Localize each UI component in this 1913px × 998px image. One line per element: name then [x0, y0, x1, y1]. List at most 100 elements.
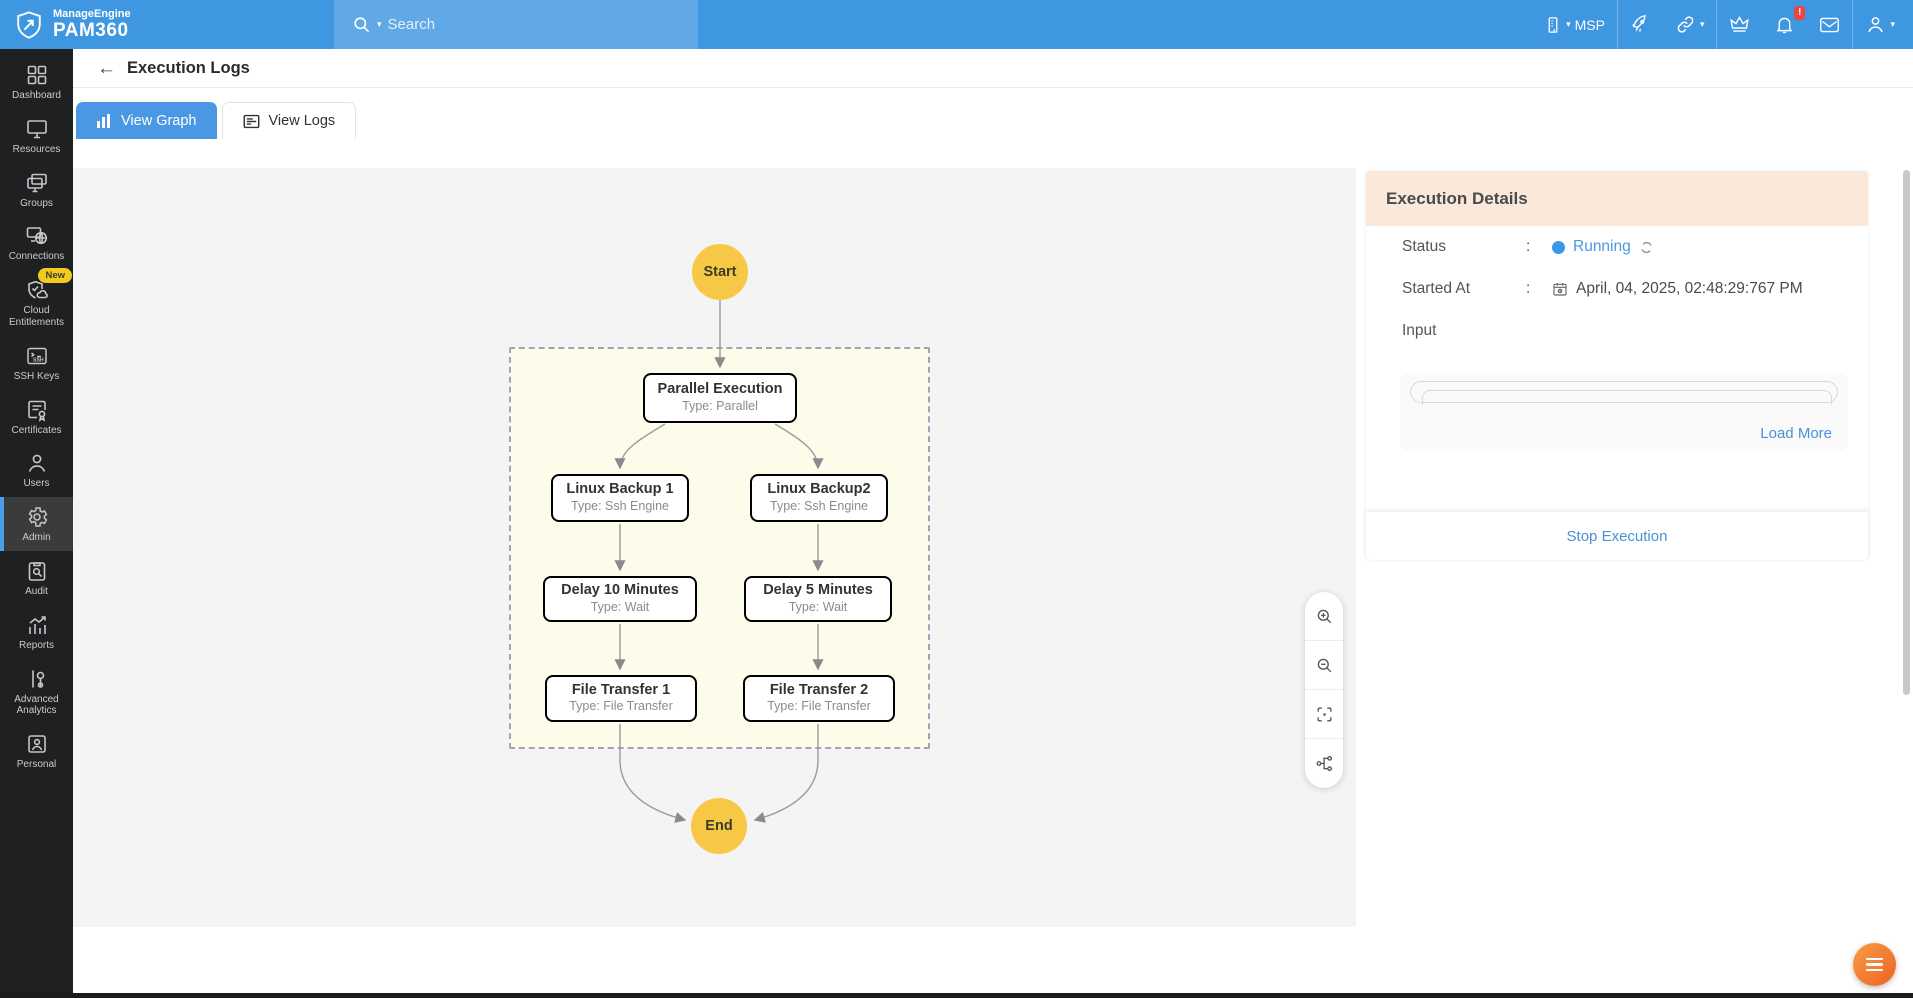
input-row: Input — [1366, 310, 1868, 352]
search-input[interactable] — [387, 16, 638, 33]
page-header: ← Execution Logs — [73, 49, 1913, 88]
floating-menu-button[interactable] — [1853, 943, 1896, 986]
dashboard-icon — [27, 65, 46, 85]
org-label: MSP — [1574, 16, 1605, 33]
execution-details-title: Execution Details — [1366, 171, 1868, 226]
crown-icon — [1729, 14, 1750, 35]
calendar-icon — [1552, 281, 1568, 297]
rocket-icon — [1630, 14, 1651, 35]
started-at-row: Started At : April, 04, 2025, 02:48:29:7… — [1402, 280, 1803, 297]
graph-node-file-transfer-2[interactable]: File Transfer 2 Type: File Transfer — [743, 675, 895, 722]
graph-node-delay-10-minutes[interactable]: Delay 10 Minutes Type: Wait — [543, 576, 697, 622]
sidebar-item-certificates[interactable]: Certificates — [0, 390, 73, 444]
zoom-out-button[interactable] — [1305, 641, 1343, 690]
messages-button[interactable] — [1807, 0, 1852, 49]
hamburger-icon — [1866, 957, 1883, 961]
mail-icon — [1819, 16, 1840, 34]
status-row: Status : Running — [1366, 226, 1868, 268]
topbar-divider — [1616, 0, 1618, 49]
notification-badge: ! — [1794, 6, 1806, 20]
page-title: Execution Logs — [127, 58, 250, 77]
graph-node-delay-5-minutes[interactable]: Delay 5 Minutes Type: Wait — [744, 576, 892, 622]
audit-icon — [28, 562, 45, 581]
input-collapsed-row-nested[interactable] — [1422, 390, 1832, 405]
user-menu[interactable]: ▾ — [1853, 0, 1907, 49]
graph-node-end[interactable]: End — [691, 798, 747, 854]
sidebar-item-ssh-keys[interactable]: SSH SSH Keys — [0, 336, 73, 390]
quick-start-button[interactable] — [1618, 0, 1663, 49]
tab-view-logs[interactable]: View Logs — [221, 102, 357, 139]
groups-icon — [26, 173, 47, 192]
execution-details-panel: Execution Details Status : Running Start… — [1366, 171, 1868, 560]
topbar-divider — [1852, 0, 1854, 49]
input-collapsed-row[interactable] — [1410, 381, 1838, 403]
started-at-label: Started At — [1402, 280, 1471, 297]
graph-edges — [614, 300, 824, 823]
search-scope-caret-icon[interactable]: ▾ — [377, 19, 382, 29]
certificates-icon — [27, 400, 46, 422]
refresh-spinner-icon[interactable] — [1639, 240, 1654, 255]
graph-node-linux-backup-1[interactable]: Linux Backup 1 Type: Ssh Engine — [551, 474, 689, 522]
link-icon — [1675, 14, 1696, 35]
graph-node-start[interactable]: Start — [692, 244, 748, 300]
sidebar-item-advanced-analytics[interactable]: Advanced Analytics — [0, 659, 73, 725]
graph-node-parallel-execution[interactable]: Parallel Execution Type: Parallel — [643, 373, 797, 423]
admin-gear-icon — [28, 507, 47, 527]
workflow-graph-canvas[interactable]: Start Parallel Execution Type: Parallel … — [73, 168, 1356, 927]
sidebar-item-cloud-entitlements[interactable]: New Cloud Entitlements — [0, 268, 73, 336]
search-icon — [352, 15, 371, 34]
status-label: Status — [1402, 238, 1446, 255]
sidebar-item-admin[interactable]: Admin — [0, 497, 73, 551]
notifications-button[interactable]: ! — [1762, 0, 1807, 49]
main-content: ← Execution Logs View Graph View Logs — [73, 49, 1913, 998]
personal-icon — [27, 735, 46, 753]
sidebar-item-reports[interactable]: Reports — [0, 605, 73, 659]
graph-node-file-transfer-1[interactable]: File Transfer 1 Type: File Transfer — [545, 675, 697, 722]
tab-bar: View Graph View Logs — [76, 102, 357, 139]
load-more-link[interactable]: Load More — [1760, 425, 1832, 442]
graph-node-linux-backup-2[interactable]: Linux Backup2 Type: Ssh Engine — [750, 474, 888, 522]
input-label: Input — [1402, 322, 1437, 339]
sidebar-nav: Dashboard Resources Groups Connections N… — [0, 49, 73, 998]
new-badge: New — [38, 268, 72, 284]
sidebar-item-dashboard[interactable]: Dashboard — [0, 55, 73, 109]
tab-view-graph[interactable]: View Graph — [76, 102, 217, 139]
organization-icon — [1544, 15, 1562, 35]
fit-view-button[interactable] — [1305, 690, 1343, 739]
bar-chart-icon — [96, 113, 112, 128]
svg-text:SSH: SSH — [33, 357, 44, 363]
vertical-scrollbar[interactable] — [1903, 170, 1910, 695]
sidebar-item-connections[interactable]: Connections — [0, 216, 73, 270]
brand-logo[interactable]: ManageEngine PAM360 — [14, 0, 131, 49]
connections-icon — [26, 227, 47, 245]
bottom-window-edge — [0, 993, 1913, 998]
link-menu[interactable]: ▾ — [1663, 0, 1717, 49]
pam360-shield-icon — [14, 10, 44, 40]
sidebar-item-resources[interactable]: Resources — [0, 109, 73, 163]
topbar-divider — [1716, 0, 1718, 49]
sidebar-item-users[interactable]: Users — [0, 443, 73, 497]
license-button[interactable] — [1717, 0, 1762, 49]
link-caret-icon: ▾ — [1699, 19, 1705, 29]
auto-layout-button[interactable] — [1305, 739, 1343, 788]
org-caret-icon: ▾ — [1566, 19, 1571, 29]
brand-line1: ManageEngine — [53, 8, 131, 21]
org-switcher[interactable]: ▾ MSP — [1532, 0, 1617, 49]
back-arrow-icon[interactable]: ← — [97, 57, 116, 79]
sidebar-item-groups[interactable]: Groups — [0, 163, 73, 217]
cloud-entitlements-icon — [27, 281, 48, 299]
topbar: ManageEngine PAM360 ▾ ▾ MSP — [0, 0, 1913, 49]
users-icon — [28, 454, 45, 473]
status-dot-icon — [1552, 240, 1565, 254]
bell-icon — [1774, 14, 1795, 35]
zoom-in-button[interactable] — [1305, 592, 1343, 641]
reports-icon — [28, 615, 46, 634]
global-search[interactable]: ▾ — [334, 0, 698, 49]
stop-execution-button[interactable]: Stop Execution — [1566, 527, 1668, 545]
sidebar-item-audit[interactable]: Audit — [0, 551, 73, 605]
advanced-analytics-icon — [31, 670, 44, 688]
started-at-value: April, 04, 2025, 02:48:29:767 PM — [1576, 280, 1803, 297]
user-icon — [1865, 14, 1886, 35]
graph-zoom-toolbar — [1305, 592, 1343, 788]
sidebar-item-personal[interactable]: Personal — [0, 724, 73, 778]
